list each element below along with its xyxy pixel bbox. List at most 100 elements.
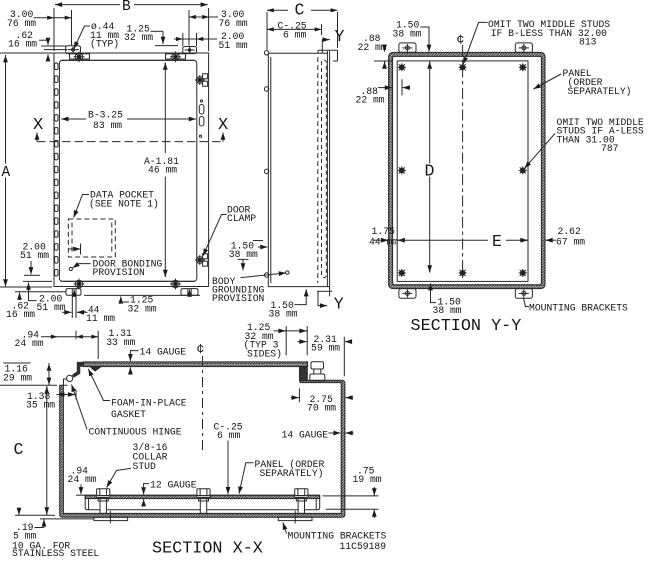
- svg-text:10 GA. FOR: 10 GA. FOR: [12, 540, 70, 551]
- svg-text:.94: .94: [71, 466, 89, 477]
- svg-text:1.16: 1.16: [5, 364, 28, 375]
- svg-text:1.75: 1.75: [372, 226, 395, 237]
- svg-text:STUDS IF A-LESS: STUDS IF A-LESS: [557, 126, 644, 137]
- svg-text:44 mm: 44 mm: [369, 237, 398, 248]
- svg-text:1.50: 1.50: [396, 20, 419, 31]
- svg-text:ø.44: ø.44: [91, 21, 114, 32]
- svg-text:B: B: [122, 0, 131, 15]
- svg-text:1.25: 1.25: [127, 23, 150, 34]
- svg-text:51 mm: 51 mm: [37, 302, 66, 313]
- svg-text:76 mm: 76 mm: [7, 18, 36, 29]
- svg-text:.75: .75: [357, 465, 375, 476]
- svg-text:2.75: 2.75: [310, 394, 333, 405]
- svg-text:Y: Y: [334, 295, 344, 314]
- svg-text:5 mm: 5 mm: [13, 531, 36, 542]
- svg-text:787: 787: [601, 143, 619, 154]
- svg-text:76 mm: 76 mm: [219, 18, 248, 29]
- svg-text:1.31: 1.31: [109, 328, 132, 339]
- svg-text:.19: .19: [16, 522, 34, 533]
- svg-text:1.25: 1.25: [247, 322, 270, 333]
- svg-text:38 mm: 38 mm: [433, 305, 462, 316]
- svg-text:2.00: 2.00: [23, 242, 46, 253]
- svg-text:PANEL (ORDER: PANEL (ORDER: [255, 459, 325, 470]
- svg-text:C: C: [14, 440, 24, 459]
- svg-text:1.38: 1.38: [27, 391, 50, 402]
- svg-text:16 mm: 16 mm: [8, 39, 37, 50]
- svg-text:.88: .88: [361, 86, 379, 97]
- svg-text:14 GAUGE: 14 GAUGE: [140, 346, 187, 357]
- svg-text:11C59189: 11C59189: [340, 541, 387, 552]
- svg-text:6 mm: 6 mm: [283, 29, 306, 40]
- svg-text:GASKET: GASKET: [111, 409, 146, 420]
- svg-text:11 mm: 11 mm: [90, 30, 119, 41]
- svg-text:14 GAUGE: 14 GAUGE: [282, 429, 329, 440]
- svg-text:SIDES): SIDES): [247, 348, 282, 359]
- svg-text:FOAM-IN-PLACE: FOAM-IN-PLACE: [111, 398, 187, 409]
- svg-text:19 mm: 19 mm: [353, 474, 382, 485]
- svg-text:IF B-LESS THAN 32.00: IF B-LESS THAN 32.00: [491, 28, 607, 39]
- svg-text:11 mm: 11 mm: [86, 313, 115, 324]
- svg-text:¢: ¢: [197, 342, 205, 357]
- svg-text:51 mm: 51 mm: [20, 250, 49, 261]
- svg-text:B-3.25: B-3.25: [88, 110, 123, 121]
- svg-text:.88: .88: [363, 33, 381, 44]
- svg-text:C-.25: C-.25: [278, 20, 307, 31]
- svg-text:67 mm: 67 mm: [556, 237, 585, 248]
- svg-text:32 mm: 32 mm: [124, 32, 153, 43]
- svg-text:38 mm: 38 mm: [393, 29, 422, 40]
- svg-text:32 mm: 32 mm: [128, 303, 157, 314]
- svg-text:.62: .62: [16, 30, 34, 41]
- svg-text:MOUNTING BRACKETS: MOUNTING BRACKETS: [529, 303, 628, 314]
- svg-text:OMIT TWO MIDDLE STUDS: OMIT TWO MIDDLE STUDS: [488, 19, 610, 30]
- svg-text:32 mm: 32 mm: [245, 331, 274, 342]
- svg-text:CONTINUOUS HINGE: CONTINUOUS HINGE: [89, 426, 182, 437]
- svg-text:.94: .94: [22, 330, 40, 341]
- svg-text:A: A: [2, 165, 11, 181]
- svg-text:46 mm: 46 mm: [148, 165, 177, 176]
- svg-text:83 mm: 83 mm: [93, 120, 122, 131]
- svg-text:E: E: [492, 232, 502, 251]
- svg-text:12 GAUGE: 12 GAUGE: [150, 479, 197, 490]
- svg-text:(SEE NOTE 1): (SEE NOTE 1): [89, 198, 159, 209]
- svg-text:COLLAR: COLLAR: [133, 452, 168, 463]
- svg-text:C-.25: C-.25: [214, 421, 243, 432]
- svg-text:SECTION X-X: SECTION X-X: [152, 540, 263, 557]
- svg-text:(TYP 3: (TYP 3: [244, 340, 279, 351]
- svg-text:STUD: STUD: [133, 461, 156, 472]
- svg-text:¢: ¢: [457, 32, 465, 47]
- svg-text:1.50: 1.50: [231, 241, 254, 252]
- svg-text:DOOR BONDING: DOOR BONDING: [93, 259, 163, 270]
- svg-text:MOUNTING BRACKETS: MOUNTING BRACKETS: [288, 531, 387, 542]
- svg-text:GROUNDING: GROUNDING: [212, 285, 265, 296]
- svg-text:51 mm: 51 mm: [219, 40, 248, 51]
- svg-text:24 mm: 24 mm: [15, 338, 44, 349]
- svg-text:(TYP): (TYP): [90, 39, 119, 50]
- svg-text:1.50: 1.50: [271, 300, 294, 311]
- svg-text:1.25: 1.25: [130, 294, 153, 305]
- svg-text:2.62: 2.62: [558, 226, 581, 237]
- svg-text:C: C: [295, 1, 305, 20]
- svg-text:X: X: [218, 116, 228, 135]
- svg-text:16 mm: 16 mm: [6, 309, 35, 320]
- svg-text:(ORDER: (ORDER: [568, 77, 603, 88]
- svg-text:THAN 31.00: THAN 31.00: [557, 134, 615, 145]
- svg-text:SECTION Y-Y: SECTION Y-Y: [411, 317, 522, 336]
- svg-text:2.31: 2.31: [314, 334, 337, 345]
- svg-text:PROVISION: PROVISION: [93, 267, 146, 278]
- svg-text:DATA POCKET: DATA POCKET: [90, 190, 154, 201]
- svg-text:X: X: [33, 116, 43, 135]
- svg-text:PROVISION: PROVISION: [212, 293, 265, 304]
- svg-text:1.50: 1.50: [438, 296, 461, 307]
- svg-text:38 mm: 38 mm: [269, 308, 298, 319]
- svg-text:OMIT TWO MIDDLE: OMIT TWO MIDDLE: [557, 117, 644, 128]
- svg-text:A-1.81: A-1.81: [144, 156, 179, 167]
- svg-text:CLAMP: CLAMP: [227, 213, 256, 224]
- svg-text:D: D: [425, 162, 435, 181]
- svg-text:3.00: 3.00: [221, 9, 244, 20]
- svg-text:3/8-16: 3/8-16: [133, 442, 168, 453]
- svg-text:70 mm: 70 mm: [307, 402, 336, 413]
- svg-text:59 mm: 59 mm: [311, 343, 340, 354]
- svg-text:DOOR: DOOR: [227, 205, 250, 216]
- svg-text:SEPARATELY): SEPARATELY): [568, 86, 632, 97]
- svg-text:.62: .62: [12, 300, 30, 311]
